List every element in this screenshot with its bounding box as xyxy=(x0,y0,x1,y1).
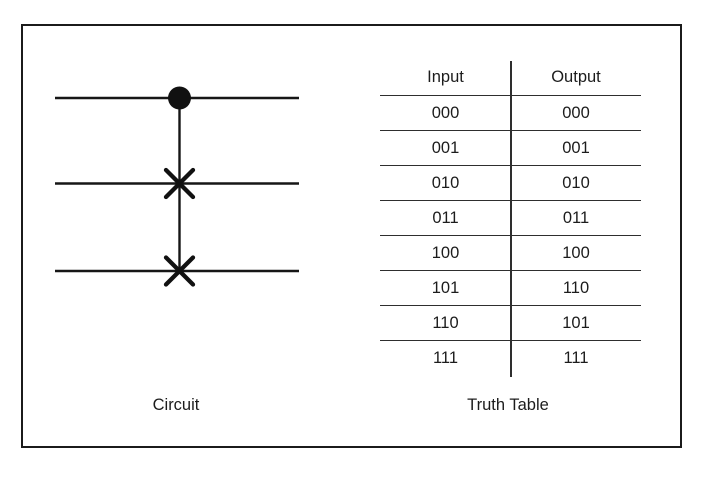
output-cell: 011 xyxy=(562,209,590,227)
output-cell: 111 xyxy=(563,349,589,367)
circuit-caption: Circuit xyxy=(152,396,200,414)
input-cell: 101 xyxy=(431,279,460,297)
input-cell: 010 xyxy=(431,174,460,192)
input-cell: 011 xyxy=(432,209,459,227)
swap-x-icon xyxy=(163,167,196,200)
input-cell: 110 xyxy=(432,314,459,332)
input-cell: 000 xyxy=(431,104,460,122)
swap-x-icon xyxy=(163,255,196,287)
column-header-output: Output xyxy=(551,68,601,86)
input-cell: 100 xyxy=(431,244,460,262)
input-cell: 111 xyxy=(432,349,459,367)
truth-table-caption: Truth Table xyxy=(467,396,549,414)
input-cell: 001 xyxy=(431,139,460,157)
figure-border xyxy=(21,24,682,448)
control-dot-icon xyxy=(168,86,191,110)
table-row: 111 111 xyxy=(380,341,641,376)
truth-table-column-divider xyxy=(510,61,512,377)
output-cell: 100 xyxy=(562,244,590,262)
output-cell: 110 xyxy=(562,279,590,297)
output-cell: 001 xyxy=(562,139,590,157)
output-cell: 000 xyxy=(562,104,590,122)
output-cell: 010 xyxy=(562,174,590,192)
column-header-input: Input xyxy=(427,68,464,86)
output-cell: 101 xyxy=(562,314,590,332)
truth-table: Input Output 000 000 001 001 010 010 011… xyxy=(380,60,641,377)
